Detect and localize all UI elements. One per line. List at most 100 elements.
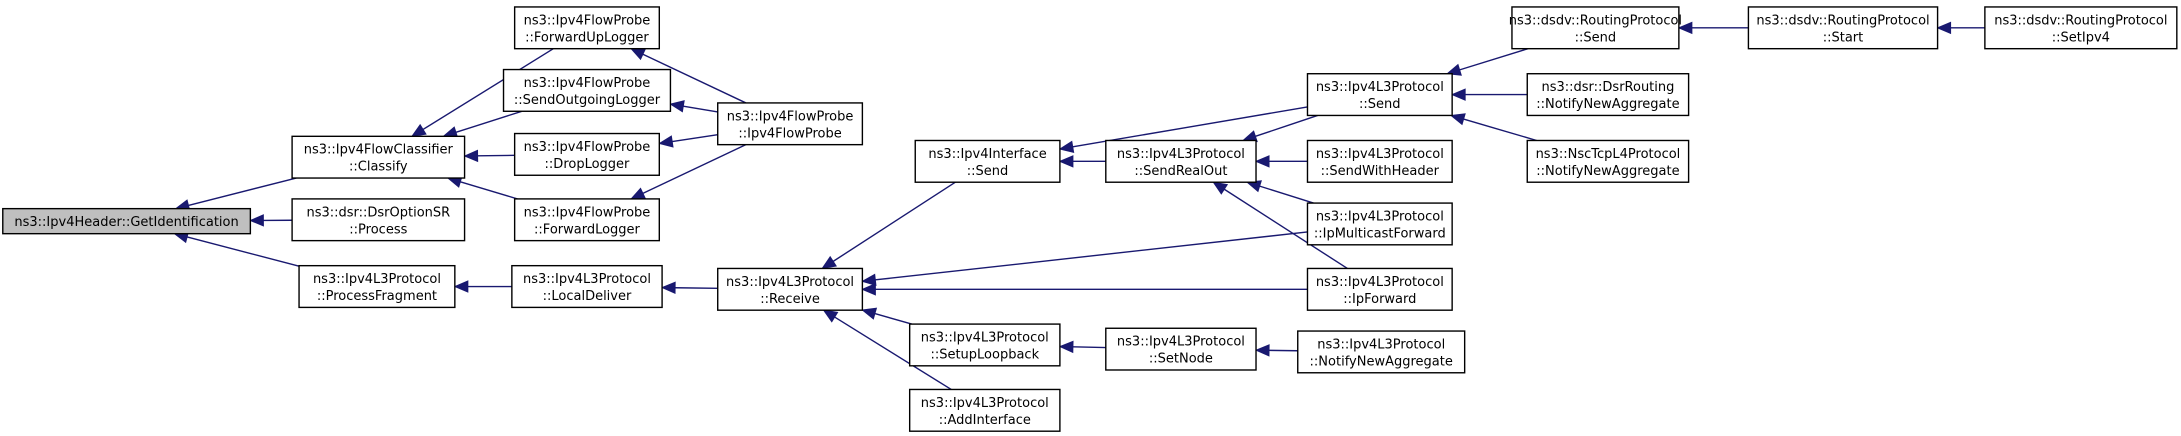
edge-receive-to-localdel bbox=[660, 281, 718, 295]
node-dsdvstart[interactable]: ns3::dsdv::RoutingProtocol::Start bbox=[1747, 6, 1939, 50]
node-procfrag[interactable]: ns3::Ipv4L3Protocol::ProcessFragment bbox=[298, 264, 456, 309]
node-box bbox=[1526, 73, 1690, 117]
edge-ipfwd-to-receive bbox=[861, 283, 1308, 296]
node-setnode[interactable]: ns3::Ipv4L3Protocol::SetNode bbox=[1105, 327, 1257, 371]
arrowhead-icon bbox=[1254, 344, 1270, 357]
node-setipv4[interactable]: ns3::dsdv::RoutingProtocol::SetIpv4 bbox=[1984, 6, 2178, 50]
node-label-line: ::Send bbox=[1575, 30, 1617, 45]
edge-setipv4-to-dsdvstart bbox=[1936, 21, 1985, 35]
node-addif[interactable]: ns3::Ipv4L3Protocol::AddInterface bbox=[908, 388, 1061, 432]
edge-line bbox=[422, 48, 554, 131]
node-label-line: ns3::Ipv4Interface bbox=[928, 147, 1046, 162]
node-label-line: ns3::Ipv4L3Protocol bbox=[1317, 337, 1445, 352]
node-label-line: ns3::Ipv4FlowProbe bbox=[727, 109, 854, 124]
node-label-line: ::ForwardUpLogger bbox=[525, 30, 649, 45]
node-box bbox=[1105, 139, 1257, 183]
node-box bbox=[1297, 330, 1466, 374]
node-label-line: ns3::dsr::DsrRouting bbox=[1541, 80, 1674, 95]
node-fwdup[interactable]: ns3::Ipv4FlowProbe::ForwardUpLogger bbox=[513, 6, 661, 50]
node-ipmcast[interactable]: ns3::Ipv4L3Protocol::IpMulticastForward bbox=[1306, 202, 1453, 246]
node-sendreal[interactable]: ns3::Ipv4L3Protocol::SendRealOut bbox=[1105, 139, 1257, 183]
node-label-line: ::NotifyNewAggregate bbox=[1536, 97, 1679, 112]
arrowhead-icon bbox=[1936, 21, 1952, 35]
node-box bbox=[502, 68, 672, 112]
arrowhead-icon bbox=[1058, 340, 1074, 354]
edge-addif-to-receive bbox=[822, 309, 952, 391]
edge-line bbox=[1259, 185, 1314, 204]
node-label-line: ns3::NscTcpL4Protocol bbox=[1536, 147, 1681, 162]
edge-line bbox=[1072, 346, 1106, 349]
arrowhead-icon bbox=[1445, 63, 1462, 76]
node-sendhdr[interactable]: ns3::Ipv4L3Protocol::SendWithHeader bbox=[1306, 139, 1453, 183]
edge-sendreal-to-ifsend bbox=[1058, 155, 1106, 168]
edge-dsrproc-to-gid bbox=[249, 214, 293, 227]
node-dsdvsend[interactable]: ns3::dsdv::RoutingProtocol::Send bbox=[1509, 6, 1682, 50]
arrowhead-icon bbox=[660, 281, 676, 295]
node-label-line: ns3::dsdv::RoutingProtocol bbox=[1509, 13, 1682, 28]
node-box bbox=[513, 6, 661, 50]
node-label-line: ::AddInterface bbox=[939, 413, 1031, 428]
node-box bbox=[511, 264, 663, 309]
node-label-line: ::SendWithHeader bbox=[1321, 164, 1440, 179]
node-classify[interactable]: ns3::Ipv4FlowClassifier::Classify bbox=[291, 135, 466, 179]
node-box bbox=[291, 198, 466, 242]
node-setuploop[interactable]: ns3::Ipv4L3Protocol::SetupLoopback bbox=[908, 323, 1061, 367]
node-l3send[interactable]: ns3::Ipv4L3Protocol::Send bbox=[1306, 73, 1453, 117]
arrowhead-icon bbox=[1058, 155, 1074, 168]
edge-line bbox=[683, 105, 718, 113]
node-fwdlog[interactable]: ns3::Ipv4FlowProbe::ForwardLogger bbox=[513, 198, 661, 242]
arrowhead-icon bbox=[1254, 155, 1270, 168]
node-box bbox=[908, 323, 1061, 367]
node-box bbox=[717, 102, 864, 146]
node-label-line: ns3::Ipv4FlowClassifier bbox=[304, 143, 454, 158]
node-label-line: ::LocalDeliver bbox=[543, 289, 632, 304]
node-label-line: ns3::dsr::DsrOptionSR bbox=[306, 205, 450, 220]
node-label-line: ::SendOutgoingLogger bbox=[514, 93, 661, 108]
arrowhead-icon bbox=[1450, 88, 1466, 101]
node-gid: ns3::Ipv4Header::GetIdentification bbox=[2, 207, 252, 235]
node-nscnotify[interactable]: ns3::NscTcpL4Protocol::NotifyNewAggregat… bbox=[1526, 139, 1690, 183]
node-drop[interactable]: ns3::Ipv4FlowProbe::DropLogger bbox=[513, 132, 661, 176]
edge-ipmcast-to-sendreal bbox=[1245, 180, 1314, 204]
node-label-line: ::NotifyNewAggregate bbox=[1536, 164, 1679, 179]
node-label-line: ns3::Ipv4L3Protocol bbox=[523, 272, 651, 287]
node-label-line: ns3::Ipv4L3Protocol bbox=[1316, 147, 1444, 162]
node-label-line: ::IpMulticastForward bbox=[1314, 226, 1446, 241]
edge-setnode-to-setuploop bbox=[1058, 340, 1106, 354]
node-box bbox=[1526, 139, 1690, 183]
edge-setuploop-to-receive bbox=[861, 307, 912, 325]
node-sendout[interactable]: ns3::Ipv4FlowProbe::SendOutgoingLogger bbox=[502, 68, 672, 112]
edge-nscnotify-to-l3send bbox=[1449, 113, 1537, 142]
node-label-line: ::SetNode bbox=[1149, 352, 1213, 367]
arrowhead-icon bbox=[1449, 113, 1466, 126]
node-box bbox=[914, 139, 1061, 183]
node-ipfwd[interactable]: ns3::Ipv4L3Protocol::IpForward bbox=[1306, 267, 1453, 311]
arrowhead-icon bbox=[821, 255, 837, 270]
arrowhead-icon bbox=[410, 123, 427, 137]
node-receive[interactable]: ns3::Ipv4L3Protocol::Receive bbox=[717, 267, 864, 311]
node-label-line: ns3::Ipv4FlowProbe bbox=[524, 76, 651, 91]
node-dsrproc[interactable]: ns3::dsr::DsrOptionSR::Process bbox=[291, 198, 466, 242]
node-dsrnotify[interactable]: ns3::dsr::DsrRouting::NotifyNewAggregate bbox=[1526, 73, 1690, 117]
edge-probe-to-drop bbox=[658, 134, 718, 148]
node-localdel[interactable]: ns3::Ipv4L3Protocol::LocalDeliver bbox=[511, 264, 663, 309]
node-box bbox=[1306, 73, 1453, 117]
arrowhead-icon bbox=[861, 283, 876, 296]
node-label-line: ::DropLogger bbox=[545, 157, 631, 172]
node-notifyl3[interactable]: ns3::Ipv4L3Protocol::NotifyNewAggregate bbox=[1297, 330, 1466, 374]
arrowhead-icon bbox=[1058, 140, 1075, 153]
node-ifsend[interactable]: ns3::Ipv4Interface::Send bbox=[914, 139, 1061, 183]
node-label-line: ns3::Ipv4L3Protocol bbox=[1117, 335, 1245, 350]
edge-line bbox=[1223, 188, 1348, 270]
edge-line bbox=[874, 312, 912, 325]
edge-line bbox=[672, 134, 718, 143]
node-probe[interactable]: ns3::Ipv4FlowProbe::Ipv4FlowProbe bbox=[717, 102, 864, 146]
edge-line bbox=[642, 53, 747, 104]
node-label-line: ::SendRealOut bbox=[1134, 164, 1227, 179]
edge-line bbox=[642, 144, 747, 194]
node-box bbox=[291, 135, 466, 179]
node-label-line: ::SetIpv4 bbox=[2052, 30, 2110, 45]
node-label-line: ::Process bbox=[349, 222, 407, 237]
nodes-layer: ns3::Ipv4Header::GetIdentificationns3::I… bbox=[2, 6, 2178, 432]
node-label-line: ns3::Ipv4FlowProbe bbox=[524, 140, 651, 155]
